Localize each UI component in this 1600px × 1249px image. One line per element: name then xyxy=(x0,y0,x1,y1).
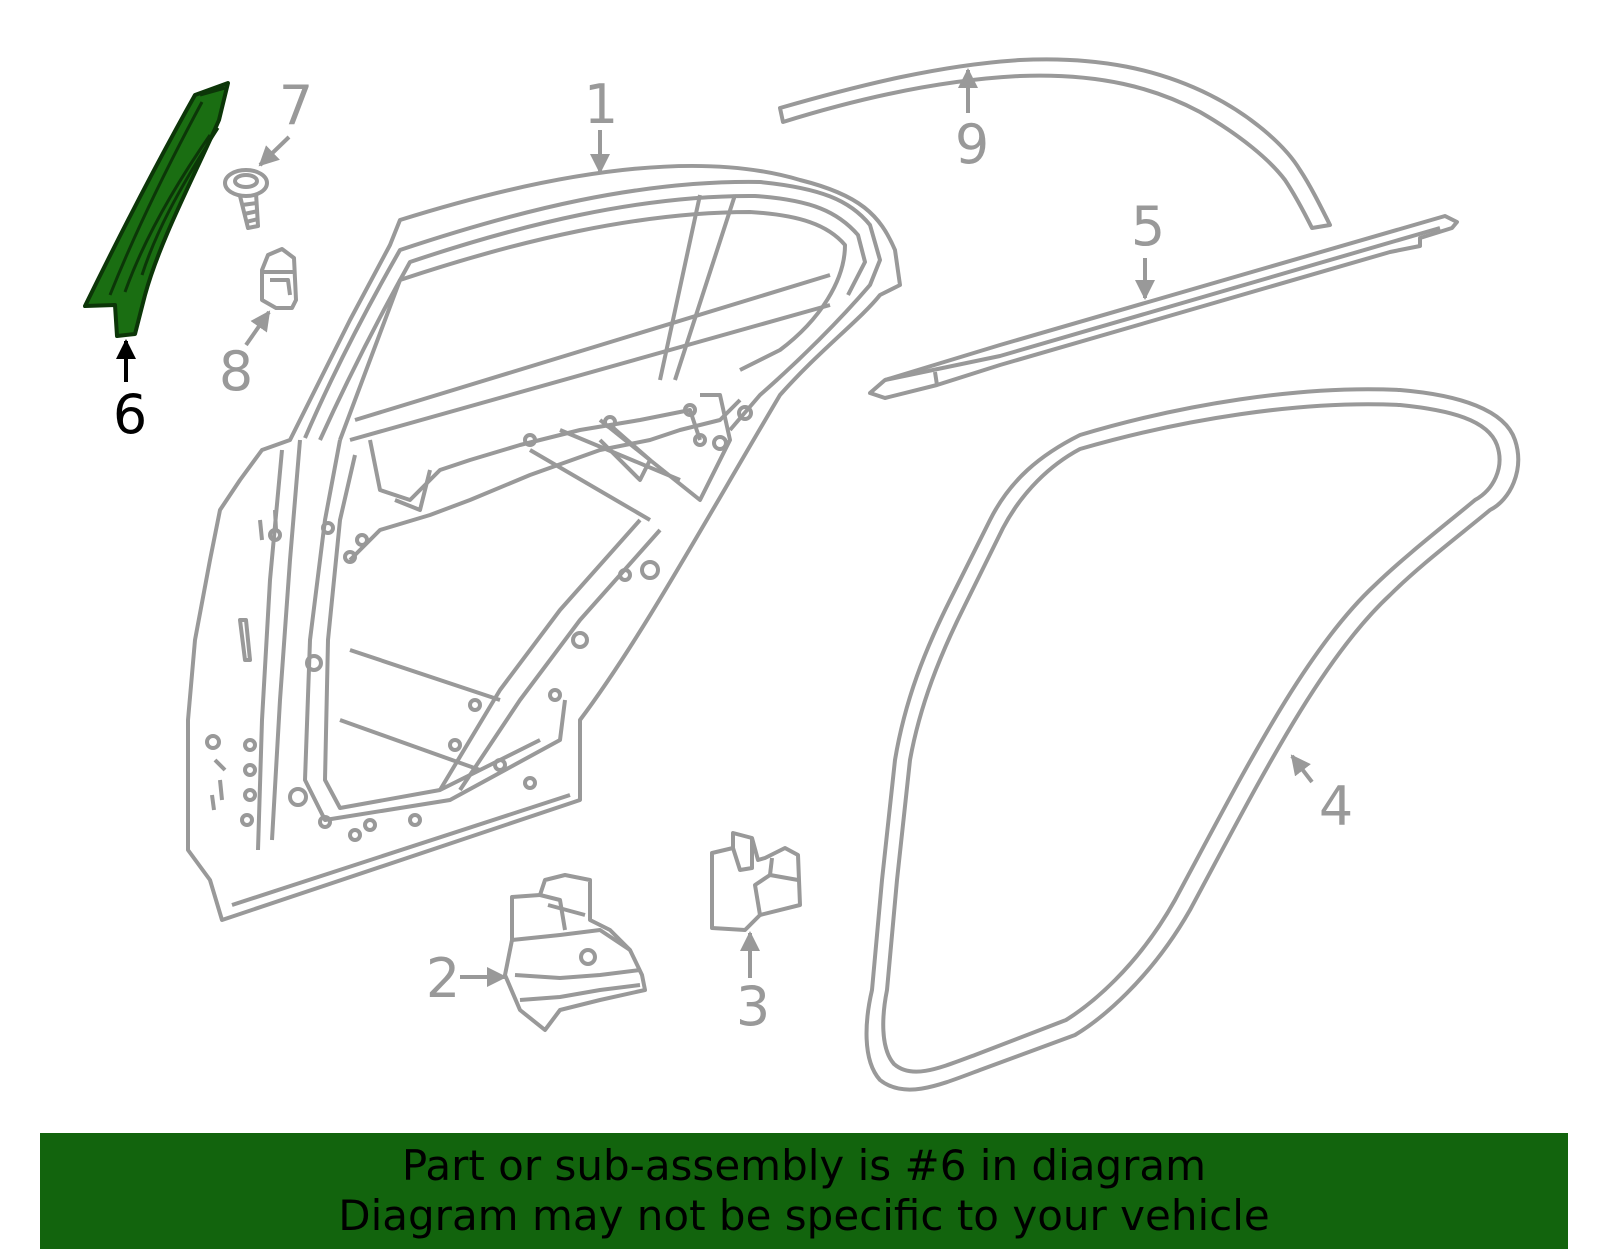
part-9-roof-molding xyxy=(778,57,1332,230)
part-8-clip xyxy=(260,247,298,310)
arrow-8 xyxy=(244,310,271,347)
part-4-weatherstrip xyxy=(864,387,1521,1092)
part-2-latch xyxy=(503,873,647,1032)
callout-label-5: 5 xyxy=(1131,195,1165,258)
callout-label-2: 2 xyxy=(426,947,460,1010)
part-5-belt-molding xyxy=(868,214,1459,400)
callout-label-3: 3 xyxy=(736,975,770,1038)
banner-line-part: Part or sub-assembly is #6 in diagram xyxy=(401,1141,1207,1190)
callout-label-7: 7 xyxy=(279,74,313,137)
arrow-7 xyxy=(258,135,291,167)
callout-label-8: 8 xyxy=(219,340,253,403)
callout-arrows xyxy=(116,68,1314,987)
part-3-clip xyxy=(710,831,802,932)
banner-line-disclaimer: Diagram may not be specific to your vehi… xyxy=(338,1191,1270,1240)
callout-label-1: 1 xyxy=(584,73,618,136)
part-7-screw xyxy=(223,168,269,230)
callout-labels: 1 2 3 4 5 6 7 8 9 xyxy=(113,73,1353,1038)
callout-label-6: 6 xyxy=(113,383,147,446)
part-1-door-shell xyxy=(186,163,902,922)
arrow-4 xyxy=(1290,754,1314,784)
info-banner: Part or sub-assembly is #6 in diagram Di… xyxy=(40,1133,1568,1249)
part-6-channel-highlighted xyxy=(83,81,230,338)
callout-label-4: 4 xyxy=(1319,775,1353,838)
callout-label-9: 9 xyxy=(955,113,989,176)
